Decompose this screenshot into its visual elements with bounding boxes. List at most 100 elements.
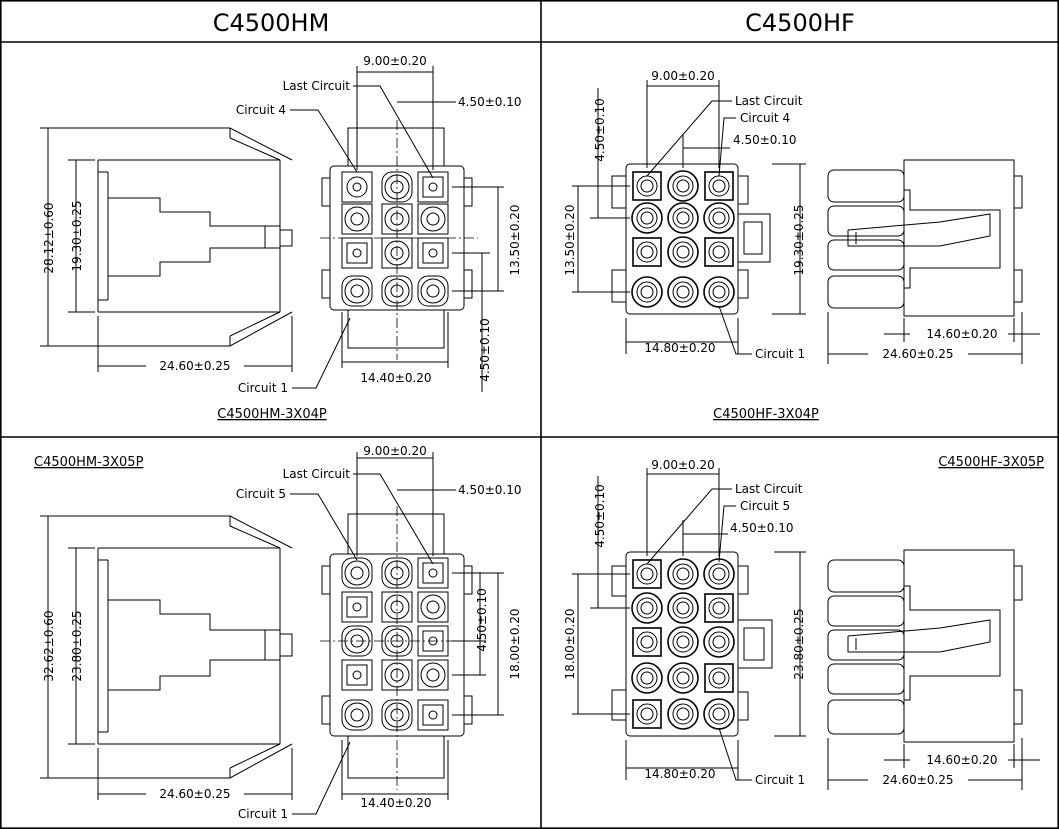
hf5-dim-half-pitch: 4.50±0.10 [682, 520, 794, 556]
hm5-dim-row-pitch: 4.50±0.10 [452, 572, 489, 676]
hf5-cavity-row2 [631, 592, 734, 624]
hm4-callout-circuit-1: Circuit 1 [238, 317, 351, 395]
hf4-side-view [827, 159, 1023, 317]
hf5-half-pitch-label: 4.50±0.10 [730, 521, 794, 535]
hf5-pitch-label: 9.00±0.20 [651, 458, 715, 472]
hm4-dim-depth: 24.60±0.25 [97, 316, 293, 373]
hm5-side-view [45, 515, 293, 779]
hf4-part-number: C4500HF-3X04P [713, 407, 819, 422]
hf4-callout-circuit-1: Circuit 1 [718, 305, 805, 361]
hm4-circuit-n-label: Circuit 4 [236, 103, 286, 117]
hf5-front-view [611, 551, 773, 737]
hm5-circuit-n-label: Circuit 5 [236, 487, 286, 501]
hf5-dim-height: 23.80±0.25 [774, 551, 806, 737]
header-c4500hm: C4500HM [213, 9, 330, 37]
hf5-cavity-row3 [632, 626, 735, 658]
hf4-row-span-label: 13.50±0.20 [563, 204, 577, 275]
hm5-depth-label: 24.60±0.25 [159, 787, 230, 801]
hf5-callout-last-circuit: Last Circuit [646, 482, 803, 565]
hm5-dim-row-span: 18.00±0.20 [452, 572, 522, 716]
hm5-overall-height-label: 32.62±0.60 [42, 610, 56, 681]
hm5-cavity-row5 [341, 699, 449, 731]
hm5-last-circuit-label: Last Circuit [283, 467, 351, 481]
hm5-dim-inner-height: 23.80±0.25 [68, 547, 95, 745]
hf4-circuit-1-label: Circuit 1 [755, 347, 805, 361]
hm4-cavity-row3 [341, 237, 449, 269]
panel-hf-3x05p: C4500HF-3X05P [563, 455, 1044, 790]
hf4-depth-label: 24.60±0.25 [882, 347, 953, 361]
hf4-dim-half-pitch-v: 4.50±0.10 [590, 88, 630, 219]
hf4-front-view [611, 163, 771, 315]
hf5-dim-row-span: 18.00±0.20 [563, 573, 630, 715]
hm5-pitch-label: 9.00±0.20 [363, 444, 427, 458]
hf4-cavity-row3 [632, 236, 734, 268]
hm4-half-pitch-label: 4.50±0.10 [458, 95, 522, 109]
hm4-pitch-label: 9.00±0.20 [363, 54, 427, 68]
hf4-height-label: 19.30±0.25 [792, 204, 806, 275]
hf5-dim-shroud: 14.60±0.20 [884, 744, 1040, 768]
hm4-dim-half-pitch: 4.50±0.10 [397, 95, 522, 109]
hm5-dim-pitch: 9.00±0.20 [356, 444, 434, 556]
hf4-callout-last-circuit: Last Circuit [646, 94, 803, 177]
hm4-depth-label: 24.60±0.25 [159, 359, 230, 373]
hf4-cavity-row4 [631, 276, 735, 308]
hf5-side-view [827, 549, 1023, 743]
hm5-callout-last-circuit: Last Circuit [283, 467, 434, 565]
hf5-circuit-n-label: Circuit 5 [740, 499, 790, 513]
hf5-dim-width: 14.80±0.20 [625, 740, 739, 781]
hf4-callout-circuit-n: Circuit 4 [718, 111, 790, 177]
hm4-dim-row-pitch: 4.50±0.10 [452, 252, 492, 392]
hm5-cavity-row2 [341, 591, 449, 623]
hf4-dim-height: 19.30±0.25 [772, 163, 806, 315]
hm4-row-span-label: 13.50±0.20 [508, 204, 522, 275]
hf4-pitch-label: 9.00±0.20 [651, 69, 715, 83]
hm4-inner-height-label: 19.30±0.25 [70, 200, 84, 271]
panel-hm-3x04p: 28.12±0.60 19.30±0.25 24.60±0.25 [40, 54, 522, 422]
hm4-cavity-row4 [341, 275, 449, 307]
hm5-part-number: C4500HM-3X05P [34, 455, 144, 470]
hf5-cavity-row5 [632, 698, 735, 730]
hf4-dim-depth: 24.60±0.25 [827, 312, 1023, 364]
hm5-circuit-1-label: Circuit 1 [238, 807, 288, 821]
hf5-part-number: C4500HF-3X05P [938, 455, 1044, 470]
hf5-callout-circuit-n: Circuit 5 [718, 499, 790, 563]
hm5-callout-circuit-1: Circuit 1 [238, 741, 351, 821]
header-c4500hf: C4500HF [745, 9, 855, 37]
hf5-height-label: 23.80±0.25 [792, 608, 806, 679]
hm5-row-span-label: 18.00±0.20 [508, 608, 522, 679]
hf5-cavity-row1 [632, 558, 735, 590]
hf5-dim-depth: 24.60±0.25 [827, 738, 1023, 790]
hm5-dim-half-pitch: 4.50±0.10 [397, 483, 522, 497]
hm4-dim-inner-height: 19.30±0.25 [68, 159, 95, 313]
hf5-cavity-row4 [631, 662, 734, 694]
hm5-width-label: 14.40±0.20 [360, 796, 431, 810]
hf4-shroud-label: 14.60±0.20 [926, 327, 997, 341]
hm5-dim-width: 14.40±0.20 [341, 740, 449, 810]
hm5-dim-overall-height: 32.62±0.60 [40, 515, 95, 779]
hm4-width-label: 14.40±0.20 [360, 371, 431, 385]
hm4-dim-pitch: 9.00±0.20 [356, 54, 434, 170]
hm4-dim-overall-height: 28.12±0.60 [40, 127, 95, 347]
hf5-dim-pitch: 9.00±0.20 [646, 458, 720, 556]
hf5-circuit-1-label: Circuit 1 [755, 773, 805, 787]
hf4-width-label: 14.80±0.20 [644, 341, 715, 355]
hm5-dim-depth: 24.60±0.25 [97, 748, 293, 801]
hf4-dim-pitch: 9.00±0.20 [646, 69, 720, 168]
hf5-dim-half-pitch-v: 4.50±0.10 [590, 476, 630, 609]
hf4-circuit-n-label: Circuit 4 [740, 111, 790, 125]
hm5-inner-height-label: 23.80±0.25 [70, 610, 84, 681]
hm4-front-view [320, 120, 478, 360]
hm4-row-pitch-label: 4.50±0.10 [478, 318, 492, 382]
hf4-dim-row-span: 13.50±0.20 [563, 185, 630, 293]
hf5-width-label: 14.80±0.20 [644, 767, 715, 781]
panel-hm-3x05p: C4500HM-3X05P 32.62±0.60 [34, 444, 522, 821]
hm4-dim-width: 14.40±0.20 [341, 312, 449, 385]
hf4-cavity-row2 [631, 202, 735, 234]
panel-hf-3x04p: 9.00±0.20 Last Circuit Circuit 4 4.50±0.… [563, 69, 1040, 422]
hm5-cavity-row4 [341, 659, 449, 691]
hf4-dim-shroud: 14.60±0.20 [884, 318, 1040, 342]
hm5-front-view [320, 506, 478, 790]
hm5-callout-circuit-n: Circuit 5 [236, 487, 358, 561]
hf5-shroud-label: 14.60±0.20 [926, 753, 997, 767]
